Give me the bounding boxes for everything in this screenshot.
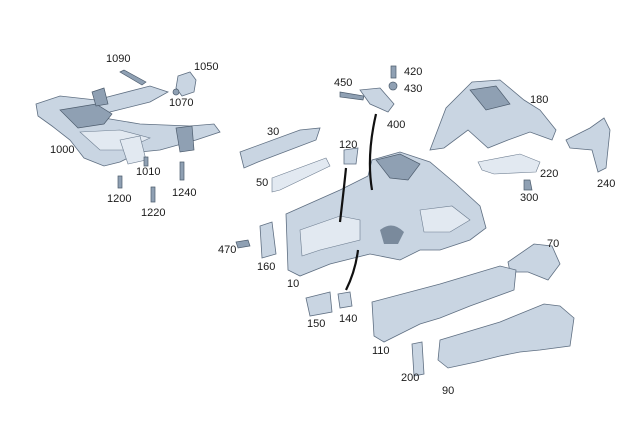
part-430-nut[interactable] xyxy=(388,81,398,91)
arrow-140 xyxy=(345,249,360,291)
arrow-120 xyxy=(338,167,348,223)
part-90-rail[interactable] xyxy=(437,303,575,369)
label-120[interactable]: 120 xyxy=(339,139,358,151)
part-10-side-assembly[interactable] xyxy=(285,151,487,277)
part-50-panel[interactable] xyxy=(271,157,331,193)
part-1220-bolt[interactable] xyxy=(150,186,156,203)
part-120-bracket[interactable] xyxy=(343,147,359,165)
part-140-bracket[interactable] xyxy=(337,291,353,309)
label-1240[interactable]: 1240 xyxy=(172,187,197,199)
part-300-bolt[interactable] xyxy=(523,179,533,191)
label-420[interactable]: 420 xyxy=(404,66,423,78)
part-1090-bolt[interactable] xyxy=(119,69,147,86)
part-200-bracket[interactable] xyxy=(411,341,425,377)
label-1050[interactable]: 1050 xyxy=(194,61,219,73)
label-1200[interactable]: 1200 xyxy=(107,193,132,205)
label-1000[interactable]: 1000 xyxy=(50,144,75,156)
label-1090[interactable]: 1090 xyxy=(106,53,131,65)
label-50[interactable]: 50 xyxy=(256,177,269,189)
part-400-bracket[interactable] xyxy=(359,87,395,113)
label-30[interactable]: 30 xyxy=(267,126,280,138)
part-450-bolt[interactable] xyxy=(339,91,365,101)
label-70[interactable]: 70 xyxy=(547,238,560,250)
label-450[interactable]: 450 xyxy=(334,77,353,89)
label-300[interactable]: 300 xyxy=(520,192,539,204)
label-140[interactable]: 140 xyxy=(339,313,358,325)
part-180-wheelhouse[interactable] xyxy=(429,79,557,151)
part-240-bracket[interactable] xyxy=(565,117,611,173)
label-220[interactable]: 220 xyxy=(540,168,559,180)
part-1200-bolt[interactable] xyxy=(117,175,123,189)
part-1010-bolt[interactable] xyxy=(143,156,149,167)
part-1050-bracket[interactable] xyxy=(175,71,197,97)
label-470[interactable]: 470 xyxy=(218,244,237,256)
label-90[interactable]: 90 xyxy=(442,385,455,397)
part-150-bracket[interactable] xyxy=(305,291,333,317)
label-10[interactable]: 10 xyxy=(287,278,300,290)
part-30-panel[interactable] xyxy=(239,127,321,169)
label-1220[interactable]: 1220 xyxy=(141,207,166,219)
arrow-400 xyxy=(368,113,378,191)
part-160-bracket[interactable] xyxy=(259,221,277,259)
part-220-strut[interactable] xyxy=(477,153,541,175)
label-160[interactable]: 160 xyxy=(257,261,276,273)
part-110-rail[interactable] xyxy=(371,265,517,343)
label-1010[interactable]: 1010 xyxy=(136,166,161,178)
part-1000-subframe[interactable] xyxy=(35,85,221,167)
label-430[interactable]: 430 xyxy=(404,83,423,95)
label-150[interactable]: 150 xyxy=(307,318,326,330)
part-420-bolt[interactable] xyxy=(390,65,397,79)
part-1070-nut[interactable] xyxy=(172,88,180,96)
label-400[interactable]: 400 xyxy=(387,119,406,131)
label-110[interactable]: 110 xyxy=(372,345,390,357)
label-1070[interactable]: 1070 xyxy=(169,97,194,109)
part-470-bolt[interactable] xyxy=(235,239,251,249)
label-180[interactable]: 180 xyxy=(530,94,549,106)
label-200[interactable]: 200 xyxy=(401,372,420,384)
label-240[interactable]: 240 xyxy=(597,178,616,190)
part-1240-bolt[interactable] xyxy=(179,161,185,181)
